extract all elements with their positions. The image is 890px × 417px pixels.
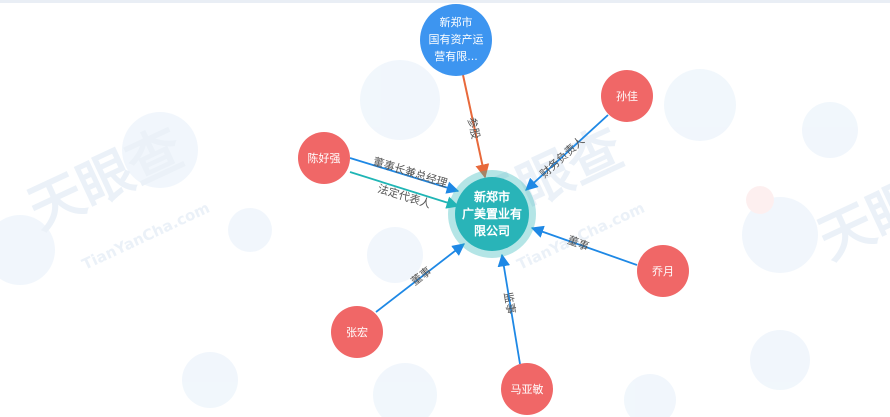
node-guoyou-line-3: 营有限...	[434, 49, 478, 63]
node-guoyou-line-1: 新郑市	[440, 15, 473, 29]
edge-chenhaoqiang-2	[349, 171, 460, 209]
edge-guoyou	[462, 74, 490, 179]
watermark: 天眼查 TianYanCha.com 天眼查 TianYanCha.com 天眼…	[0, 60, 890, 417]
node-zhanghong[interactable]: 张宏	[331, 306, 383, 358]
node-qiaoyue[interactable]: 乔月	[637, 245, 689, 297]
edge-label-guoyou: 参股	[465, 116, 483, 140]
node-mayamin-label: 马亚敏	[511, 382, 544, 396]
node-qiaoyue-label: 乔月	[652, 265, 674, 278]
node-sunjia-label: 孙佳	[616, 89, 638, 103]
edge-mayamin	[497, 253, 521, 365]
node-mayamin[interactable]: 马亚敏	[501, 363, 553, 415]
edge-chenhaoqiang-1	[349, 157, 460, 194]
node-zhanghong-label: 张宏	[346, 325, 368, 339]
edge-label-mayamin: 监事	[501, 291, 518, 315]
node-guoyou[interactable]: 新郑市 国有资产运 营有限...	[420, 4, 492, 76]
node-chenhaoqiang[interactable]: 陈好强	[298, 132, 350, 184]
edge-zhanghong	[375, 243, 465, 313]
center-node[interactable]: 新郑市 广美置业有 限公司	[448, 170, 536, 258]
node-chenhaoqiang-label: 陈好强	[308, 151, 341, 165]
top-border	[0, 0, 890, 3]
node-guoyou-line-2: 国有资产运	[429, 32, 484, 46]
center-node-line-2: 广美置业有	[462, 206, 522, 221]
edge-sunjia	[525, 114, 609, 191]
edge-qiaoyue	[530, 225, 638, 266]
center-node-line-3: 限公司	[474, 223, 510, 238]
watermark-brand-3: 天眼查	[809, 146, 890, 272]
center-node-line-1: 新郑市	[474, 189, 510, 204]
node-sunjia[interactable]: 孙佳	[601, 70, 653, 122]
edge-label-chenhaoqiang-2: 法定代表人	[376, 181, 433, 210]
